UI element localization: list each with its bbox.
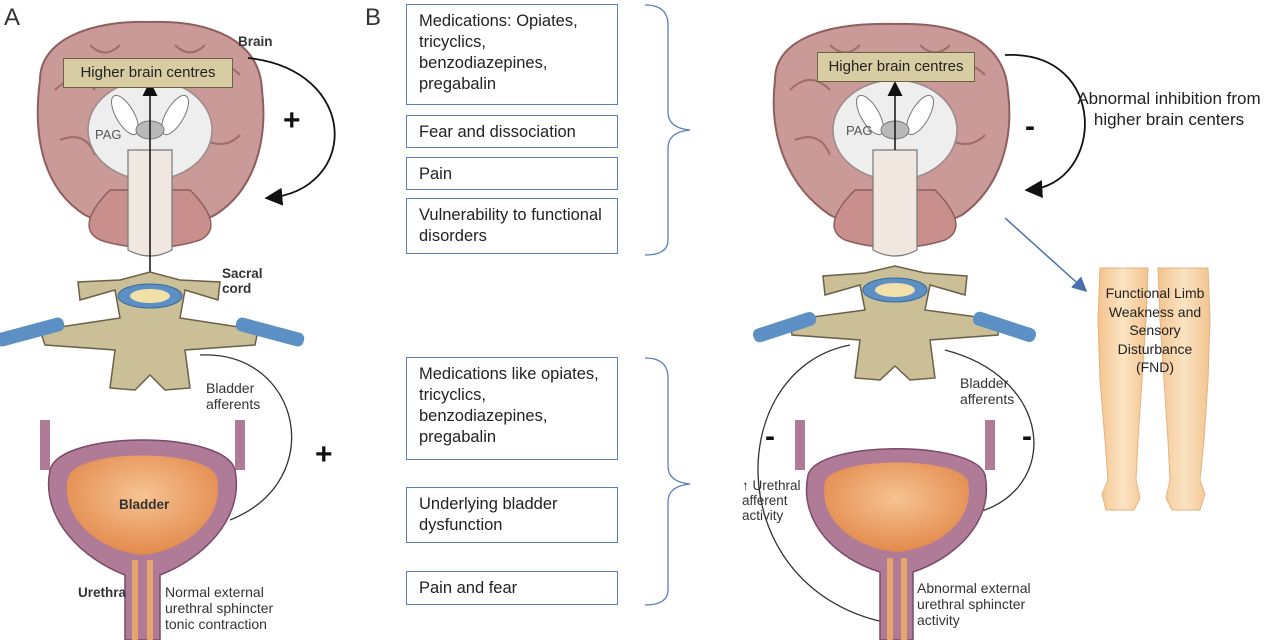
legs-illustration [1097, 267, 1211, 511]
bladder-label: Bladder [119, 497, 170, 512]
plus-sign-top: + [283, 104, 301, 137]
panel-a-afferent-loop [199, 354, 293, 521]
top-box-fear: Fear and dissociation [406, 115, 618, 148]
panel-a-bladder [40, 420, 245, 640]
bottom-box-medications: Medications like opiates, tricyclics, be… [406, 357, 618, 460]
pag-label-b: PAG [846, 123, 873, 138]
panel-b-sacral-cord [753, 265, 1037, 381]
panel-b-right-loop [944, 349, 1035, 516]
brain-label: Brain [238, 34, 273, 49]
minus-sign-left: - [765, 420, 775, 453]
panel-b-bottom-brace [644, 357, 691, 606]
top-box-vulnerability: Vulnerability to functional disorders [406, 198, 618, 254]
higher-brain-centres-b: Higher brain centres [817, 52, 975, 82]
bottom-box-pain-fear: Pain and fear [406, 571, 618, 605]
panel-a-sacral-cord [0, 271, 305, 391]
panel-b-fnd-arrow [1004, 217, 1088, 293]
panel-b-left-loop [757, 344, 901, 626]
higher-brain-centres-a: Higher brain centres [63, 58, 233, 88]
minus-sign-top: - [1025, 110, 1035, 143]
fnd-label: Functional Limb Weakness and Sensory Dis… [1105, 285, 1205, 375]
plus-sign-bottom: + [315, 438, 333, 471]
panel-b-bladder [795, 420, 995, 640]
top-box-pain: Pain [406, 157, 618, 190]
top-box-medications: Medications: Opiates, tricyclics, benzod… [406, 4, 618, 105]
minus-sign-right: - [1022, 420, 1032, 453]
pag-label-a: PAG [95, 127, 122, 142]
panel-b-letter: B [365, 4, 382, 31]
panel-b-inhibition-arrow [1004, 54, 1086, 199]
bottom-box-bladder-dysfunction: Underlying bladder dysfunction [406, 487, 618, 543]
panel-a-letter: A [4, 4, 21, 31]
panel-a-brain-loop-arrow [247, 57, 336, 206]
panel-b-top-brace [644, 4, 691, 256]
urethra-label: Urethra [78, 585, 127, 600]
